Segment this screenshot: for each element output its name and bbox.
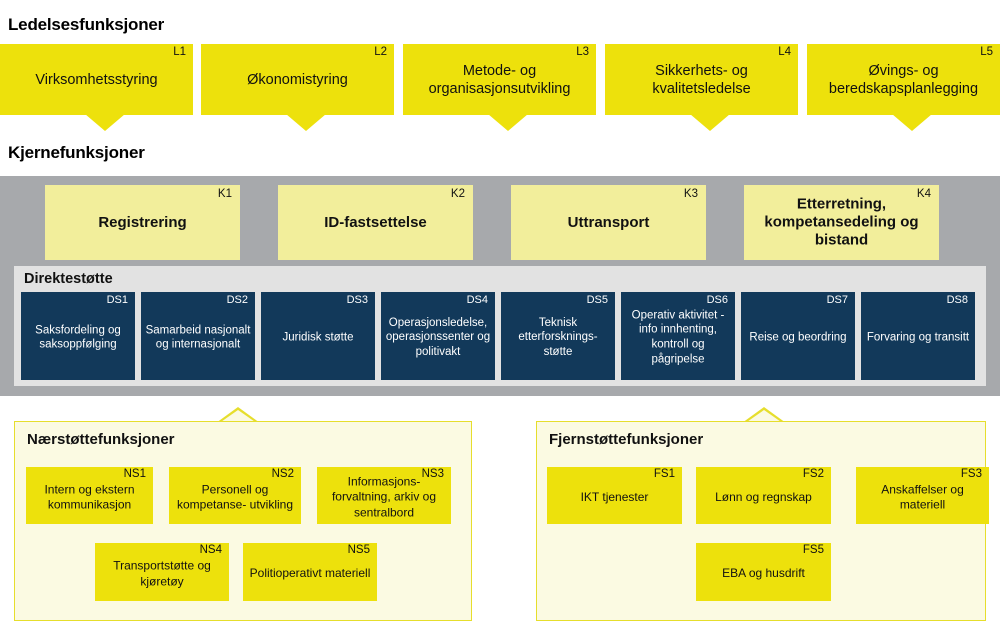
box-code: DS8: [946, 294, 968, 306]
near-support-notch-fill: [218, 410, 258, 424]
box-code: L4: [778, 46, 791, 58]
remote-support-title: Fjernstøttefunksjoner: [549, 431, 704, 448]
remote-support-box-fs2[interactable]: FS2 Lønn og regnskap: [696, 467, 831, 524]
near-support-box-ns4[interactable]: NS4 Transportstøtte og kjøretøy: [95, 543, 229, 601]
management-box-l2[interactable]: L2 Økonomistyring: [201, 44, 394, 115]
direct-support-box-ds2[interactable]: DS2 Samarbeid nasjonalt og internasjonal…: [141, 292, 255, 380]
direct-support-box-ds3[interactable]: DS3 Juridisk støtte: [261, 292, 375, 380]
core-box-k2[interactable]: K2 ID-fastsettelse: [278, 185, 473, 260]
callout-notch-l2: [286, 114, 326, 131]
box-label: Virksomhetsstyring: [35, 71, 158, 88]
direct-support-box-ds1[interactable]: DS1 Saksfordeling og saksoppfølging: [21, 292, 135, 380]
direct-support-title: Direktestøtte: [24, 271, 113, 287]
direct-support-box-ds4[interactable]: DS4 Operasjonsledelse, operasjonssenter …: [381, 292, 495, 380]
box-label: Operasjonsledelse, operasjonssenter og p…: [385, 316, 491, 359]
box-label: ID-fastsettelse: [324, 213, 427, 231]
callout-notch-l1: [85, 114, 125, 131]
remote-support-box-fs1[interactable]: FS1 IKT tjenester: [547, 467, 682, 524]
box-label: Metode- og organisasjonsutvikling: [428, 62, 571, 97]
near-support-box-ns1[interactable]: NS1 Intern og ekstern kommunikasjon: [26, 467, 153, 524]
box-label: Intern og ekstern kommunikasjon: [44, 482, 135, 512]
box-code: K3: [683, 188, 698, 200]
box-label: Etterretning, kompetansedeling og bistan…: [764, 195, 919, 249]
box-label: Forvaring og transitt: [866, 331, 970, 344]
near-support-title: Nærstøttefunksjoner: [27, 431, 175, 448]
box-code: DS4: [466, 294, 488, 306]
box-code: DS7: [826, 294, 848, 306]
box-code: DS6: [706, 294, 728, 306]
management-box-l5[interactable]: L5 Øvings- og beredskapsplanlegging: [807, 44, 1000, 115]
near-support-box-ns2[interactable]: NS2 Personell og kompetanse- utvikling: [169, 467, 301, 524]
box-label: Operativ aktivitet -info innhenting, kon…: [631, 309, 725, 366]
box-code: L3: [576, 46, 589, 58]
box-code: FS1: [653, 468, 675, 480]
box-label: Politioperativt materiell: [249, 566, 371, 581]
remote-support-box-fs5[interactable]: FS5 EBA og husdrift: [696, 543, 831, 601]
box-label: Uttransport: [567, 213, 650, 231]
management-box-l4[interactable]: L4 Sikkerhets- og kvalitetsledelse: [605, 44, 798, 115]
box-label: Informasjons- forvaltning, arkiv og sent…: [331, 474, 437, 520]
box-code: NS1: [123, 468, 146, 480]
direct-support-box-ds6[interactable]: DS6 Operativ aktivitet -info innhenting,…: [621, 292, 735, 380]
box-label: IKT tjenester: [580, 489, 649, 504]
box-code: DS3: [346, 294, 368, 306]
box-code: NS5: [347, 544, 370, 556]
management-section-heading: Ledelsesfunksjoner: [8, 15, 165, 34]
box-label: Personell og kompetanse- utvikling: [176, 482, 294, 512]
box-label: Juridisk støtte: [282, 331, 354, 344]
core-box-k1[interactable]: K1 Registrering: [45, 185, 240, 260]
box-code: NS4: [199, 544, 222, 556]
box-code: L5: [980, 46, 993, 58]
box-code: DS1: [106, 294, 128, 306]
box-label: Øvings- og beredskapsplanlegging: [828, 62, 979, 97]
management-box-l3[interactable]: L3 Metode- og organisasjonsutvikling: [403, 44, 596, 115]
box-label: Anskaffelser og materiell: [881, 482, 964, 512]
box-code: K2: [450, 188, 465, 200]
box-code: NS3: [421, 468, 444, 480]
box-code: DS2: [226, 294, 248, 306]
near-support-box-ns3[interactable]: NS3 Informasjons- forvaltning, arkiv og …: [317, 467, 451, 524]
box-label: Saksfordeling og saksoppfølging: [35, 324, 121, 351]
box-label: Transportstøtte og kjøretøy: [113, 558, 211, 589]
remote-support-notch-fill: [744, 410, 784, 424]
box-code: L1: [173, 46, 186, 58]
management-box-l1[interactable]: L1 Virksomhetsstyring: [0, 44, 193, 115]
box-label: Økonomistyring: [247, 71, 348, 88]
box-code: DS5: [586, 294, 608, 306]
core-box-k3[interactable]: K3 Uttransport: [511, 185, 706, 260]
box-label: Reise og beordring: [749, 331, 847, 344]
box-label: Teknisk etterforsknings- støtte: [518, 316, 598, 359]
box-code: FS2: [802, 468, 824, 480]
near-support-box-ns5[interactable]: NS5 Politioperativt materiell: [243, 543, 377, 601]
box-code: L2: [374, 46, 387, 58]
box-label: Lønn og regnskap: [715, 489, 812, 504]
box-code: K1: [217, 188, 232, 200]
core-box-k4[interactable]: K4 Etterretning, kompetansedeling og bis…: [744, 185, 939, 260]
box-code: FS5: [802, 544, 824, 556]
callout-notch-l5: [892, 114, 932, 131]
direct-support-box-ds8[interactable]: DS8 Forvaring og transitt: [861, 292, 975, 380]
box-code: NS2: [271, 468, 294, 480]
box-label: Registrering: [98, 213, 187, 231]
box-label: Sikkerhets- og kvalitetsledelse: [652, 62, 751, 97]
remote-support-box-fs3[interactable]: FS3 Anskaffelser og materiell: [856, 467, 989, 524]
callout-notch-l3: [488, 114, 528, 131]
direct-support-box-ds5[interactable]: DS5 Teknisk etterforsknings- støtte: [501, 292, 615, 380]
callout-notch-l4: [690, 114, 730, 131]
box-code: K4: [916, 188, 931, 200]
box-label: EBA og husdrift: [722, 566, 805, 581]
box-code: FS3: [960, 468, 982, 480]
box-label: Samarbeid nasjonalt og internasjonalt: [145, 324, 251, 351]
direct-support-box-ds7[interactable]: DS7 Reise og beordring: [741, 292, 855, 380]
core-section-heading: Kjernefunksjoner: [8, 143, 145, 162]
